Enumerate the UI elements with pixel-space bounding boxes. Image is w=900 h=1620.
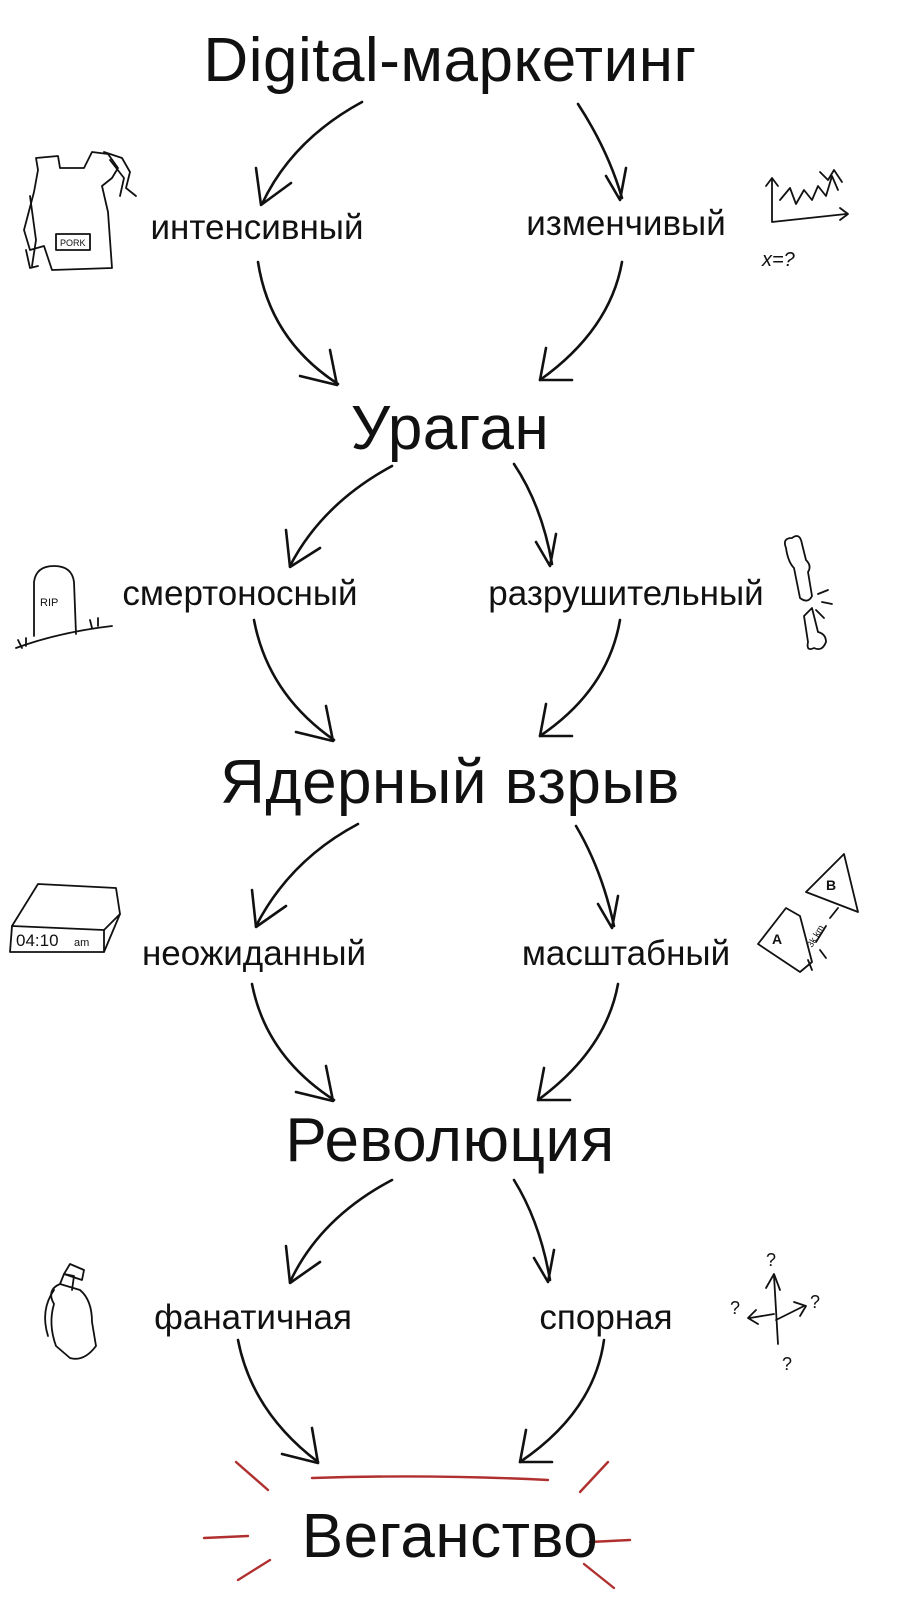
clock-ampm: am: [74, 937, 89, 949]
arrow-hurricane-to-deadly: [284, 464, 394, 569]
clock-time: 04:10: [16, 931, 59, 950]
arrow-unexpected-to-revolution: [250, 982, 336, 1103]
map-distance-icon: A B 3k km: [757, 853, 859, 973]
adjective-scalable: масштабный: [521, 934, 731, 973]
adjective-deadly: смертоносный: [122, 574, 358, 613]
graph-formula: x=?: [761, 249, 796, 271]
broken-bone-icon: [783, 535, 833, 651]
arrow-revolution-to-controversial: [512, 1178, 556, 1284]
adjective-fanatical: фанатичная: [154, 1298, 352, 1337]
crossroads-arrows-icon: ? ? ? ?: [730, 1250, 820, 1374]
arrow-root-to-changeable: [576, 102, 628, 202]
crossroads-question-right: ?: [810, 1292, 820, 1312]
map-point-b: B: [826, 877, 836, 893]
crossroads-question-bottom: ?: [782, 1354, 792, 1374]
node-revolution: Революция: [285, 1106, 615, 1175]
arrow-revolution-to-fanatical: [284, 1178, 394, 1285]
arrow-hurricane-to-destructive: [512, 462, 558, 568]
grenade-icon: [44, 1263, 97, 1360]
node-nuclear-explosion: Ядерный взрыв: [220, 748, 680, 817]
adjective-intensive: интенсивный: [150, 208, 364, 247]
arrow-root-to-intensive: [254, 100, 364, 207]
arrow-intensive-to-hurricane: [256, 260, 340, 387]
arrow-changeable-to-hurricane: [538, 260, 624, 382]
arrow-destructive-to-nuclear: [538, 618, 622, 738]
graph-scribble-icon: x=?: [761, 169, 849, 271]
adjective-unexpected: неожиданный: [141, 934, 367, 973]
alarm-clock-icon: 04:10 am: [9, 883, 121, 953]
pork-label: PORK: [60, 238, 86, 248]
rip-label: RIP: [40, 597, 58, 609]
arrow-nuclear-to-unexpected: [250, 822, 360, 929]
arrow-scalable-to-revolution: [536, 982, 620, 1102]
crossroads-question-left: ?: [730, 1298, 740, 1318]
node-digital-marketing: Digital-маркетинг: [203, 26, 697, 95]
map-point-a: A: [772, 931, 782, 947]
veganism-emphasis-strokes: [202, 1460, 632, 1590]
arrow-deadly-to-nuclear: [252, 618, 336, 743]
torn-shirt-icon: PORK: [23, 151, 137, 271]
tombstone-icon: RIP: [15, 565, 113, 649]
arrow-fanatical-to-veganism: [236, 1338, 320, 1465]
adjective-changeable: изменчивый: [526, 204, 726, 243]
adjective-destructive: разрушительный: [488, 574, 764, 613]
arrow-controversial-to-veganism: [518, 1338, 606, 1464]
adjective-controversial: спорная: [539, 1298, 673, 1337]
map-distance-label: 3k km: [805, 923, 826, 949]
node-hurricane: Ураган: [350, 394, 550, 463]
arrow-nuclear-to-scalable: [574, 824, 620, 930]
node-veganism: Веганство: [301, 1502, 599, 1571]
crossroads-question-top: ?: [766, 1250, 776, 1270]
